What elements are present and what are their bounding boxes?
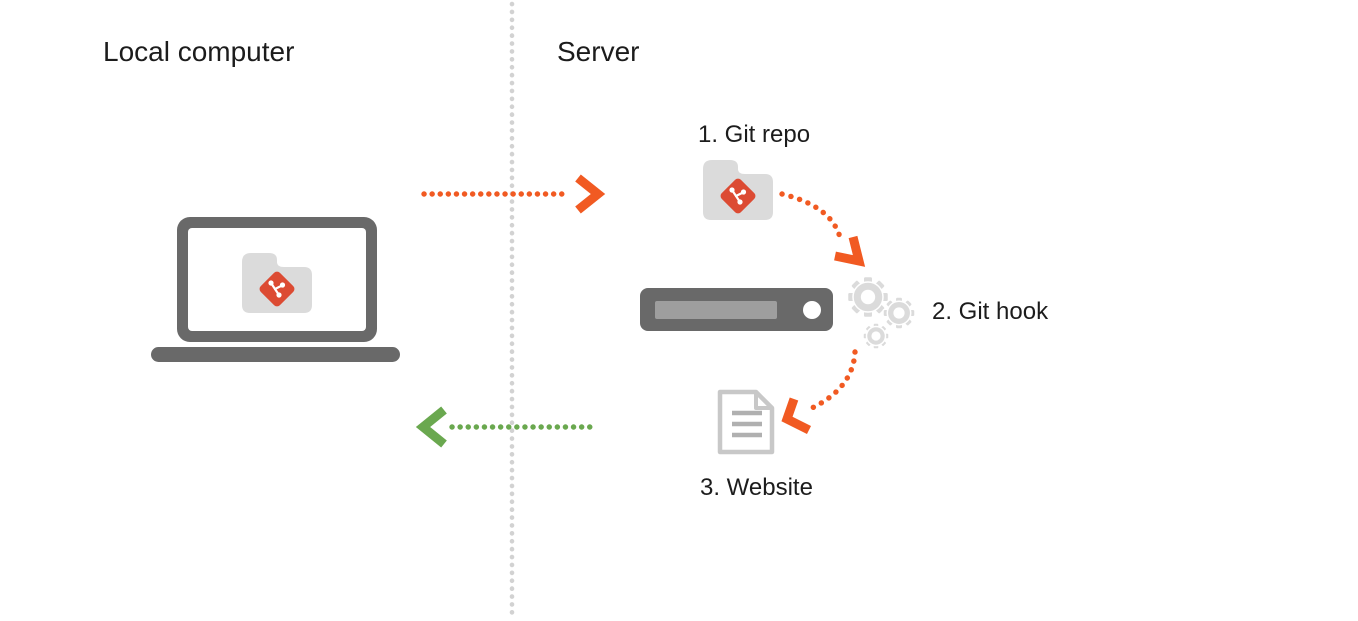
git-repo-folder-icon [703,160,773,220]
zone-divider-dotted-line [509,1,515,621]
gears-icon [846,275,916,350]
git-logo-icon [720,178,756,214]
push-arrow [421,174,606,214]
git-folder-icon [242,253,312,313]
repo-to-hook-arrow [779,191,866,267]
hook-to-website-arrowhead-icon [781,397,812,435]
document-icon [717,389,775,455]
server-title: Server [557,36,640,67]
document-fold-corner [754,392,772,410]
laptop-base [151,347,400,362]
pull-arrowhead-icon [415,406,447,448]
server-slot [655,301,777,319]
laptop-icon [151,217,400,362]
step-1-label: 1. Git repo [698,121,811,148]
server-box-icon [640,288,833,331]
hook-to-website-arrow [781,349,858,435]
step-3-label: 3. Website [700,474,813,501]
repo-to-hook-arrowhead-icon [834,235,866,267]
pull-arrow [415,406,600,448]
git-logo-icon [259,271,295,307]
server-power-light [803,301,821,319]
push-arrowhead-icon [575,174,606,214]
step-2-label: 2. Git hook [932,298,1049,325]
local-computer-title: Local computer [103,36,295,67]
